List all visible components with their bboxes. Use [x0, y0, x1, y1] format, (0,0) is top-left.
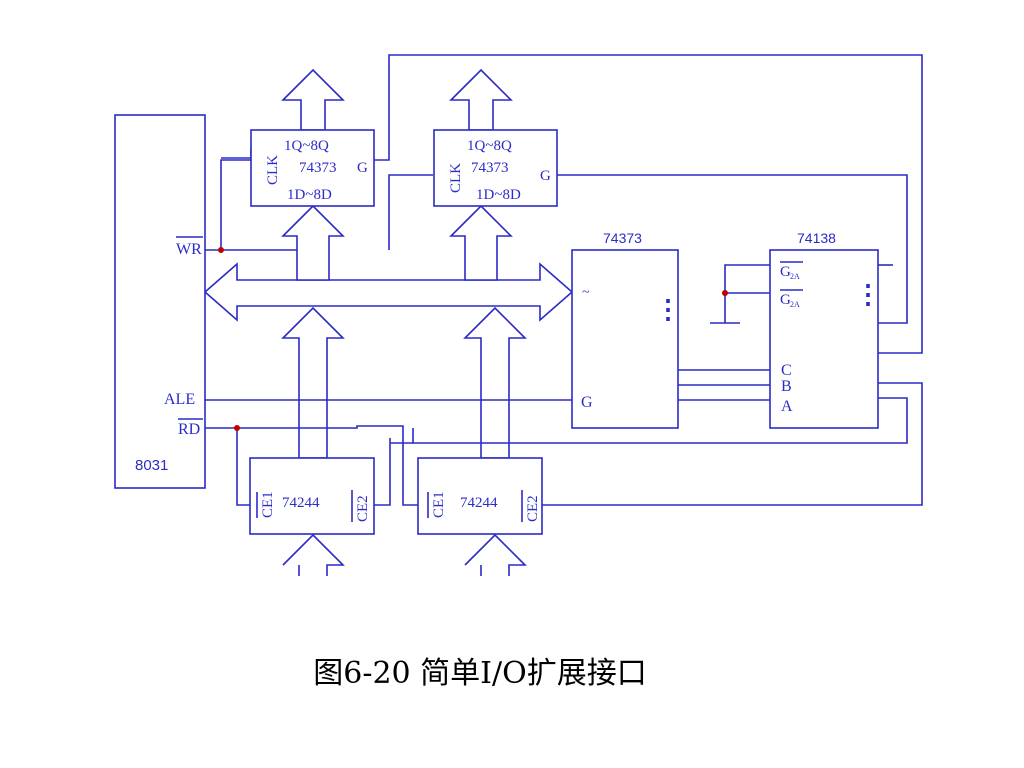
junction-wr: [218, 247, 224, 253]
input-buffer-1: [249, 457, 375, 535]
decoder-dots: ⋮: [855, 280, 881, 309]
wires: [205, 54, 923, 506]
latch1-clk: CLK: [265, 155, 281, 185]
decoder-name: 74138: [797, 230, 836, 246]
latch1-name: 74373: [299, 160, 337, 176]
decoder-a: A: [781, 398, 793, 415]
decoder-g2a-1-sub: 2A: [790, 272, 800, 281]
address-latch-tilde: ~: [582, 285, 590, 300]
latch2-top: 1Q~8Q: [467, 138, 512, 154]
latch1-input-arrow: [281, 204, 345, 281]
pin-rd: RD: [178, 421, 200, 438]
decoder-74138: [769, 249, 879, 429]
buffer2-name: 74244: [460, 495, 498, 511]
latch2-gate: G: [540, 168, 551, 184]
decoder-g2a-2: G: [780, 292, 791, 308]
pin-wr: WR: [176, 241, 202, 258]
buffer1-name: 74244: [282, 495, 320, 511]
io-expansion-schematic: 8031 WR ALE RD 1Q~8Q 74373 1D~8D G CLK 1…: [114, 54, 923, 576]
latch2-output-arrow: [449, 68, 513, 131]
buffer2-ce1: CE1: [431, 491, 447, 518]
buffer1-ce2: CE2: [355, 495, 371, 522]
mcu-label: 8031: [135, 457, 168, 474]
figure-caption: 图6-20 简单I/O扩展接口: [313, 656, 647, 691]
buffer2-ce2: CE2: [525, 495, 541, 522]
address-latch-name: 74373: [603, 230, 642, 246]
decoder-g2a-2-sub: 2A: [790, 300, 800, 309]
latch1-output-arrow: [281, 68, 345, 131]
pin-ale: ALE: [164, 391, 195, 408]
latch1-gate: G: [357, 160, 368, 176]
mcu-8031-box: [114, 114, 206, 489]
output-latch-1: [250, 129, 375, 207]
buffer2-output-arrow: [463, 306, 527, 459]
latch2-input-arrow: [449, 204, 513, 281]
address-latch: [571, 249, 679, 429]
data-bus-arrow: [203, 262, 574, 322]
buffer1-input-arrow: [282, 533, 345, 576]
buffer2-input-arrow: [464, 533, 527, 576]
address-latch-dots: ⋮: [655, 295, 681, 324]
latch1-bottom: 1D~8D: [287, 187, 332, 203]
latch1-top: 1Q~8Q: [284, 138, 329, 154]
latch2-clk: CLK: [448, 163, 464, 193]
address-latch-gate: G: [581, 394, 593, 411]
buffer1-ce1: CE1: [260, 491, 276, 518]
latch2-name: 74373: [471, 160, 509, 176]
decoder-b: B: [781, 378, 792, 395]
junction-ground: [722, 290, 728, 296]
output-latch-2: [433, 129, 558, 207]
junction-rd: [234, 425, 240, 431]
latch2-bottom: 1D~8D: [476, 187, 521, 203]
decoder-c: C: [781, 362, 792, 379]
buffer1-output-arrow: [281, 306, 345, 459]
decoder-g2a-1: G: [780, 264, 791, 280]
